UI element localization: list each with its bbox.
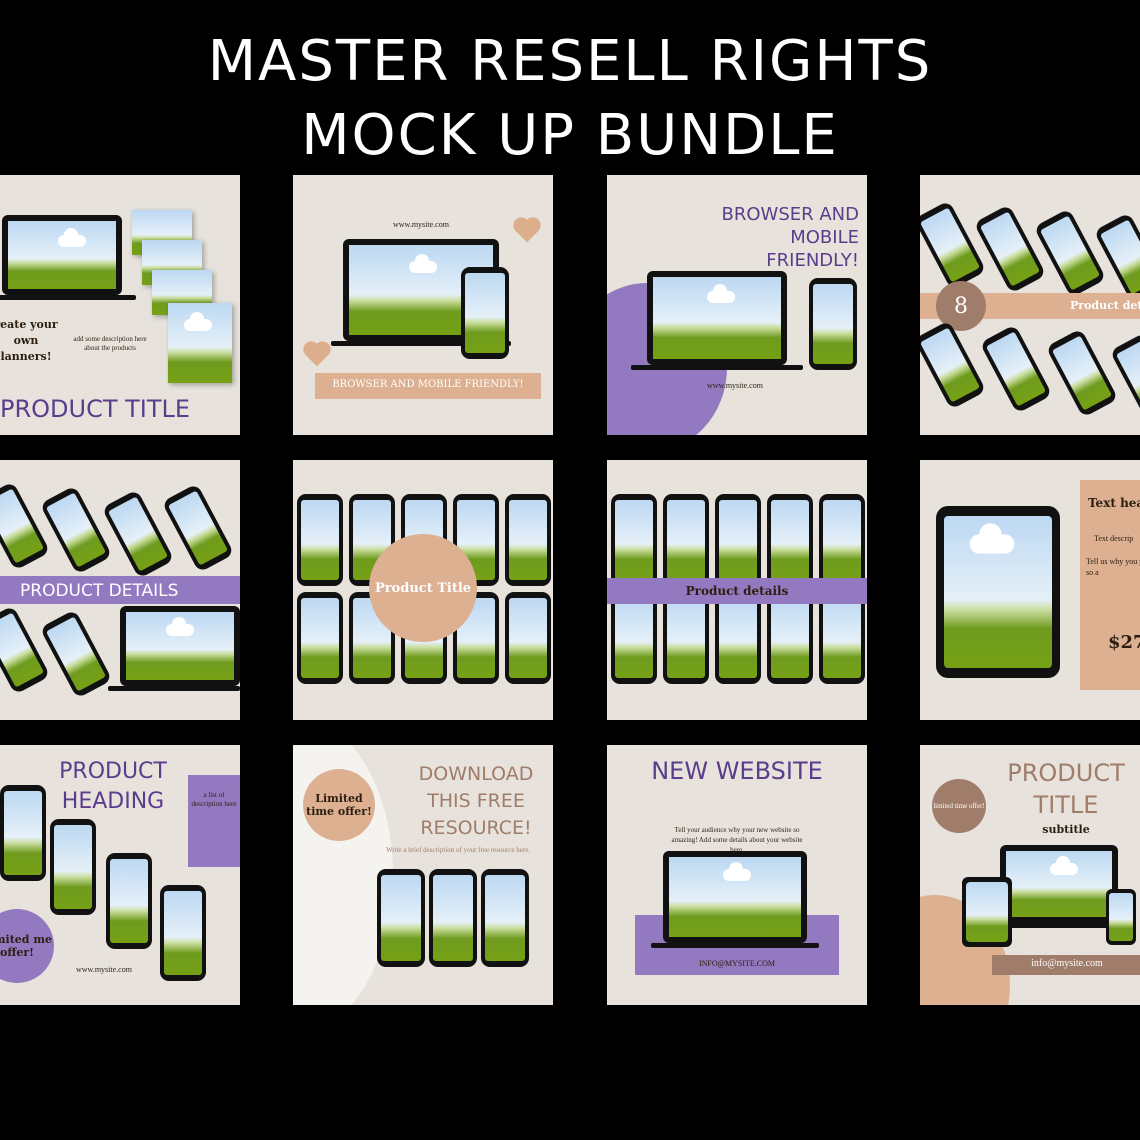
tile2-ribbon bbox=[315, 373, 541, 399]
tile9-heading: PRODUCT HEADING bbox=[59, 759, 167, 814]
mockup-tile-7: Product details bbox=[607, 460, 867, 720]
mockup-tile-5: PRODUCT DETAILS bbox=[0, 460, 240, 720]
laptop-mockup bbox=[1000, 845, 1118, 923]
tile8-price: $27 bbox=[1108, 632, 1140, 653]
tile2-ribbon-text: BROWSER AND MOBILE FRIENDLY! bbox=[332, 379, 524, 390]
mockup-tile-1: reate your own lanners! add some descrip… bbox=[0, 175, 240, 435]
tile11-desc: Tell your audience why your new website … bbox=[671, 826, 803, 854]
tile8-desc1: Text descrip bbox=[1094, 534, 1134, 543]
tablet-mockup bbox=[962, 877, 1012, 947]
laptop-mockup bbox=[2, 215, 122, 295]
banner-title-line2: MOCK UP BUNDLE bbox=[301, 103, 839, 168]
tile10-desc: Write a brief description of your free r… bbox=[385, 846, 531, 854]
phone-mockup bbox=[809, 278, 857, 370]
tile9-note: a list of description here bbox=[191, 791, 237, 808]
mockup-tile-3: BROWSER AND MOBILE FRIENDLY! www.mysite.… bbox=[607, 175, 867, 435]
tile12-subtitle: subtitle bbox=[1042, 823, 1090, 836]
tile11-heading: NEW WEBSITE bbox=[651, 757, 823, 785]
tile10-badge: Limited time offer! bbox=[303, 769, 375, 841]
tile9-badge: Limited me offer! bbox=[0, 909, 54, 983]
mockup-tile-6: Product Title bbox=[293, 460, 553, 720]
banner-title-line1: MASTER RESELL RIGHTS bbox=[207, 29, 933, 94]
tile1-title: PRODUCT TITLE bbox=[0, 395, 191, 423]
tile8-desc2: Tell us why you product is so a bbox=[1086, 557, 1140, 577]
tile12-url: info@mysite.com bbox=[1031, 958, 1103, 969]
tile4-ribbon: Product detai bbox=[1070, 299, 1140, 312]
tile5-ribbon bbox=[0, 576, 240, 604]
tile3-heading: BROWSER AND MOBILE FRIENDLY! bbox=[721, 204, 860, 271]
heart-icon bbox=[305, 343, 329, 367]
mockup-tile-12: limited time offer! PRODUCT TITLE subtit… bbox=[920, 745, 1140, 1005]
phone-mockup bbox=[461, 267, 509, 359]
tablet-mockup bbox=[936, 506, 1060, 678]
tile5-ribbon-text: PRODUCT DETAILS bbox=[20, 581, 179, 601]
laptop-mockup bbox=[663, 851, 807, 943]
tile12-heading: PRODUCT TITLE bbox=[1007, 759, 1125, 819]
mockup-tile-10: Limited time offer! DOWNLOAD THIS FREE R… bbox=[293, 745, 553, 1005]
heart-icon bbox=[515, 219, 539, 243]
mockup-tile-4: Product detai 8 bbox=[920, 175, 1140, 435]
tile2-url: www.mysite.com bbox=[393, 220, 449, 229]
laptop-mockup bbox=[647, 271, 787, 365]
tile1-heading: reate your own lanners! bbox=[0, 318, 58, 363]
laptop-mockup bbox=[120, 606, 240, 686]
tile3-url: www.mysite.com bbox=[707, 381, 763, 390]
tile4-number: 8 bbox=[936, 281, 986, 331]
tile8-heading: Text head bbox=[1088, 496, 1140, 510]
screen-card bbox=[168, 303, 232, 383]
tile6-circle: Product Title bbox=[369, 534, 477, 642]
tile1-desc: add some description here about the prod… bbox=[73, 335, 147, 352]
tile7-ribbon: Product details bbox=[685, 584, 789, 598]
mockup-tile-8: Text head Text descrip Tell us why you p… bbox=[920, 460, 1140, 720]
mockup-tile-9: PRODUCT HEADING a list of description he… bbox=[0, 745, 240, 1005]
mockup-tile-2: www.mysite.com BROWSER AND MOBILE FRIEND… bbox=[293, 175, 553, 435]
tile10-heading: DOWNLOAD THIS FREE RESOURCE! bbox=[418, 763, 534, 839]
tile9-url: www.mysite.com bbox=[76, 965, 132, 974]
tile11-url: INFO@MYSITE.COM bbox=[698, 959, 776, 968]
mockup-tile-11: NEW WEBSITE Tell your audience why your … bbox=[607, 745, 867, 1005]
tile12-badge: limited time offer! bbox=[932, 779, 986, 833]
